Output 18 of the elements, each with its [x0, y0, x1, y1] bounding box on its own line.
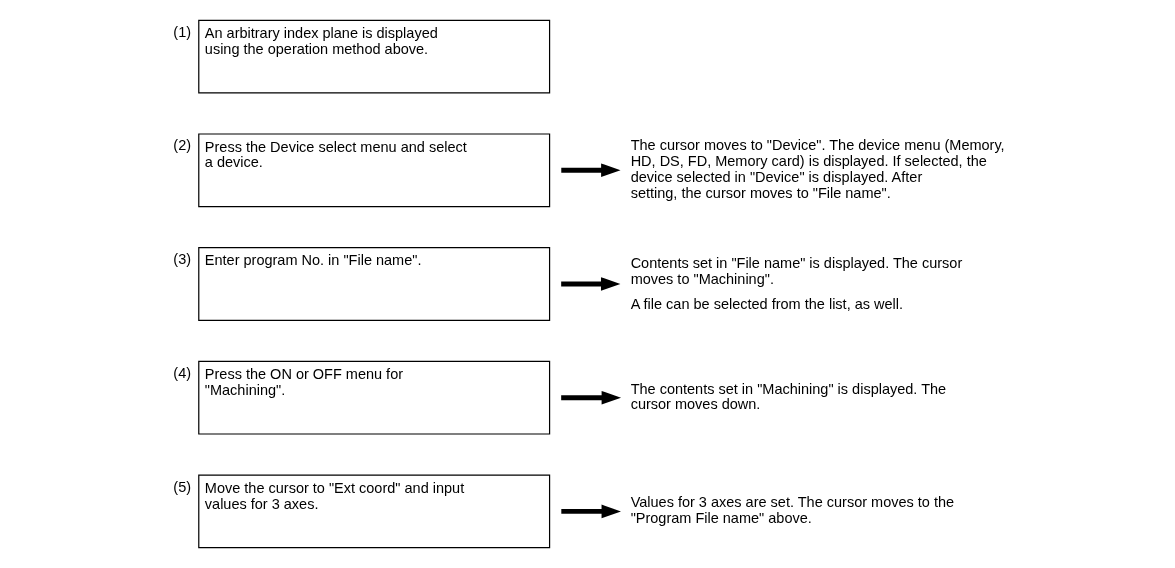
node-label: (4): [172, 364, 191, 381]
arrow: [560, 163, 621, 178]
node-text: The contents set in "Machining" is displayed. The cursor moves down.: [630, 380, 946, 413]
node-text: Contents set in "File name" is displayed. The cursor moves to "Machining". A file can be selected from the list, as well.: [630, 254, 962, 312]
arrow: [560, 277, 620, 291]
node-text: Values for 3 axes are set. The cursor moves to the "Program File name" above.: [630, 494, 954, 527]
node-text: The cursor moves to "Device". The device menu (Memory, HD, DS, FD, Memory card) is displayed. If selected, the device selected in "Device" is displayed. After setting, the cursor moves to "File name".: [630, 137, 1005, 201]
node-label: (2): [172, 137, 191, 154]
arrow: [560, 504, 621, 519]
node-box: Press the ON or OFF menu for "Machining".: [197, 360, 550, 435]
node-box: Press the Device select menu and select a device.: [197, 133, 550, 208]
arrow: [560, 390, 621, 405]
node-box: Enter program No. in "File name".: [197, 247, 550, 321]
node-label: (5): [172, 478, 191, 495]
node-box: An arbitrary index plane is displayed using the operation method above.: [197, 19, 550, 94]
node-box: Move the cursor to "Ext coord" and input values for 3 axes.: [197, 474, 550, 549]
node-label: (3): [172, 251, 191, 268]
node-label: (1): [172, 23, 191, 40]
